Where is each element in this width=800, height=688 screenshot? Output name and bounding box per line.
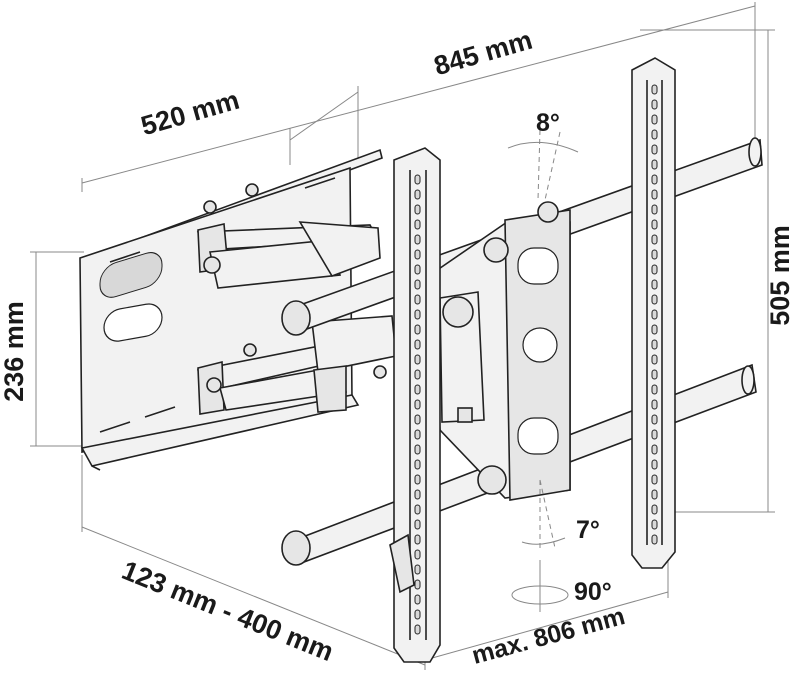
bracket-slot	[414, 624, 421, 635]
bracket-slot	[414, 294, 421, 305]
bracket-slot	[414, 549, 421, 560]
bracket-slot	[414, 474, 421, 485]
bracket-slot	[414, 204, 421, 215]
right-bracket-slots	[651, 84, 658, 545]
bracket-slot	[414, 234, 421, 245]
left-bracket-slots	[414, 174, 421, 635]
bracket-slot	[651, 294, 658, 305]
bracket-slot	[414, 249, 421, 260]
bracket-slot	[651, 279, 658, 290]
bracket-slot	[414, 534, 421, 545]
bracket-slot	[651, 114, 658, 125]
bracket-slot	[414, 369, 421, 380]
bracket-slot	[414, 594, 421, 605]
bracket-slot	[414, 489, 421, 500]
bracket-slot	[651, 84, 658, 95]
bracket-slot	[414, 174, 421, 185]
bracket-slot	[414, 279, 421, 290]
bracket-slot	[651, 159, 658, 170]
bracket-slot	[651, 219, 658, 230]
bracket-slot	[414, 264, 421, 275]
bracket-slot	[651, 414, 658, 425]
bracket-slot	[651, 204, 658, 215]
bracket-slot	[651, 144, 658, 155]
bracket-slot	[651, 489, 658, 500]
bracket-slot	[414, 219, 421, 230]
bracket-slot	[651, 369, 658, 380]
bracket-slot	[651, 174, 658, 185]
bracket-slot	[414, 504, 421, 515]
bracket-slot	[414, 189, 421, 200]
bracket-slot	[414, 354, 421, 365]
bracket-slot	[651, 324, 658, 335]
bracket-slot	[651, 429, 658, 440]
tilt-up-indicator	[507, 129, 579, 201]
swivel-indicator	[511, 560, 569, 612]
bracket-slot	[651, 519, 658, 530]
swivel-angle-label: 90°	[574, 578, 612, 606]
bracket-slot	[651, 234, 658, 245]
bracket-slot	[651, 99, 658, 110]
tilt-down-angle-label: 7°	[576, 516, 600, 544]
bracket-slot	[651, 189, 658, 200]
tilt-block	[429, 201, 571, 501]
bracket-slot	[414, 519, 421, 530]
bracket-slot	[651, 129, 658, 140]
bracket-slot	[651, 534, 658, 545]
bracket-slot	[651, 249, 658, 260]
bracket-slot	[651, 354, 658, 365]
bracket-slot	[414, 429, 421, 440]
bracket-slot	[414, 609, 421, 620]
tilt-down-indicator	[521, 479, 566, 550]
bracket-slot	[414, 399, 421, 410]
bracket-slot	[651, 399, 658, 410]
dimension-236mm-label: 236 mm	[0, 301, 29, 402]
articulating-arms	[196, 221, 397, 415]
bracket-slot	[651, 474, 658, 485]
dimension-505mm-label: 505 mm	[764, 225, 795, 326]
bracket-slot	[414, 459, 421, 470]
bracket-slot	[651, 459, 658, 470]
bracket-slot	[651, 504, 658, 515]
bracket-slot	[414, 579, 421, 590]
bracket-slot	[414, 309, 421, 320]
dimension-lines	[30, 2, 775, 670]
bracket-slot	[414, 444, 421, 455]
bracket-slot	[651, 444, 658, 455]
bracket-slot	[414, 324, 421, 335]
bracket-slot	[414, 339, 421, 350]
tilt-up-angle-label: 8°	[536, 109, 560, 137]
bracket-slot	[651, 264, 658, 275]
bracket-slot	[651, 309, 658, 320]
bracket-slot	[651, 339, 658, 350]
bracket-slot	[651, 384, 658, 395]
bracket-slot	[414, 564, 421, 575]
bracket-slot	[414, 414, 421, 425]
bracket-slot	[414, 384, 421, 395]
